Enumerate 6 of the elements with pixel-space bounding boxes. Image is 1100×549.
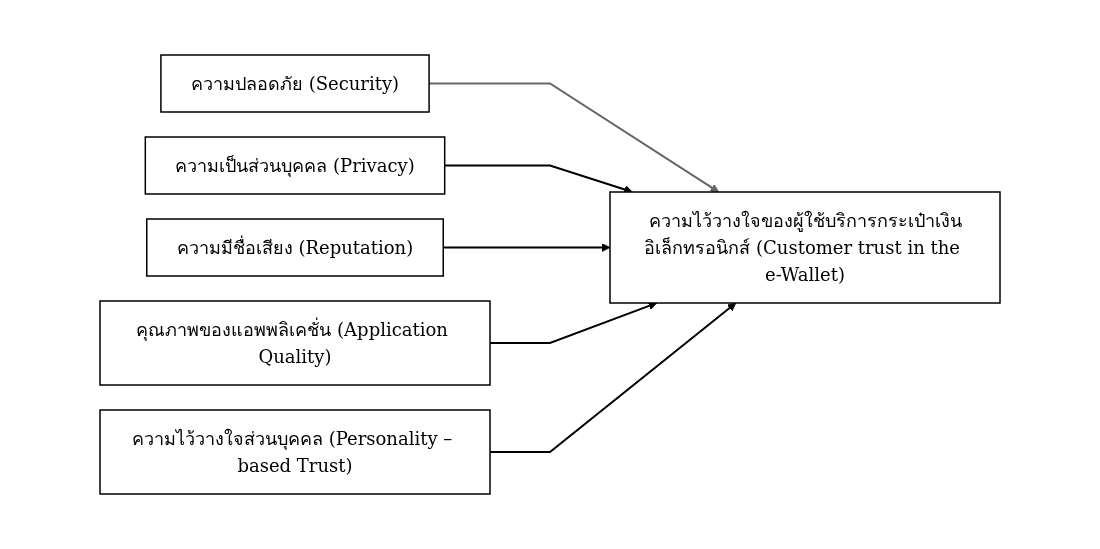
node-box: ความไว้วางใจของผู้ใช้บริการกระเป๋าเงินอิเล็กทรอนิกส์ (Customer trust in the e-Wallet) xyxy=(609,191,1001,304)
node-box: ความปลอดภัย (Security) xyxy=(160,54,430,113)
node-box: คุณภาพของแอพพลิเคชั่น (Application Quality) xyxy=(99,300,491,386)
node-box: ความมีชื่อเสียง (Reputation) xyxy=(146,218,444,277)
node-box: ความเป็นส่วนบุคคล (Privacy) xyxy=(144,136,446,195)
node-box: ความไว้วางใจส่วนบุคคล (Personality – based Trust) xyxy=(99,409,491,495)
